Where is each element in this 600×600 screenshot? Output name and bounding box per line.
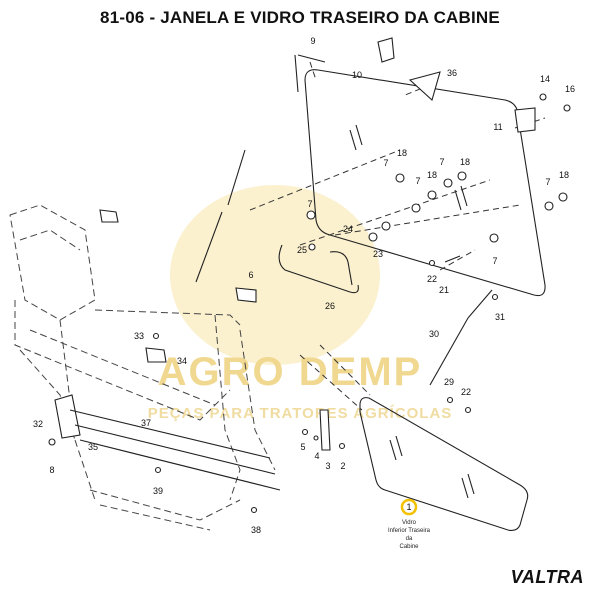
washer-i xyxy=(368,232,378,242)
gas-strut-left xyxy=(195,149,246,283)
caption-line-3: da xyxy=(406,536,413,542)
callout-8: 8 xyxy=(49,465,54,475)
callout-26: 26 xyxy=(325,301,335,311)
callout-23: 23 xyxy=(373,249,383,259)
bolt-8 xyxy=(48,438,56,446)
callout-2: 2 xyxy=(340,461,345,471)
strip-9 xyxy=(294,54,326,93)
watermark-main-text: AGRO DEMP xyxy=(158,350,423,394)
callout-18d: 18 xyxy=(559,170,569,180)
callout-labels: 9 10 36 14 16 11 7 18 7 18 7 18 7 18 7 2… xyxy=(33,36,575,535)
screw-29 xyxy=(446,396,454,404)
block-6 xyxy=(235,287,257,303)
screw-33 xyxy=(152,332,160,340)
callout-7b: 7 xyxy=(415,176,420,186)
callout-39: 39 xyxy=(153,486,163,496)
screw-2 xyxy=(338,442,346,450)
screw-22b xyxy=(464,406,472,414)
callout-3: 3 xyxy=(325,461,330,471)
bracket-32 xyxy=(54,394,81,439)
washer-k xyxy=(489,233,499,243)
cab-frame xyxy=(9,204,276,531)
bracket-top xyxy=(377,37,395,63)
callout-30: 30 xyxy=(429,329,439,339)
hinge-11 xyxy=(514,107,536,133)
callout-7a: 7 xyxy=(383,158,388,168)
washer-b xyxy=(411,203,421,213)
page-title: 81-06 - JANELA E VIDRO TRASEIRO DA CABIN… xyxy=(100,8,500,27)
callout-36: 36 xyxy=(447,68,457,78)
screw-39 xyxy=(154,466,162,474)
callout-33: 33 xyxy=(134,331,144,341)
caption-line-2: Inferior Traseira xyxy=(388,528,431,534)
bolt-16 xyxy=(563,104,571,112)
bar-37 xyxy=(69,409,281,491)
assembly-lines xyxy=(249,61,546,411)
callout-6: 6 xyxy=(248,270,253,280)
screw-38 xyxy=(250,506,258,514)
washer-g xyxy=(544,201,554,211)
callout-18a: 18 xyxy=(397,148,407,158)
window-handle xyxy=(278,244,359,294)
callout-29: 29 xyxy=(444,377,454,387)
hardware-parts xyxy=(48,37,571,514)
callout-7d: 7 xyxy=(545,177,550,187)
bracket-3 xyxy=(319,409,331,451)
callout-10: 10 xyxy=(352,70,362,80)
pin-25 xyxy=(308,243,316,251)
part-1-highlight-ring xyxy=(400,498,418,516)
washer-f xyxy=(558,192,568,202)
gas-strut-right xyxy=(429,289,493,386)
watermark-tractor-emblem xyxy=(170,185,380,365)
caption-line-1: Vidro xyxy=(402,520,417,526)
screw-22a xyxy=(428,259,436,267)
callout-16: 16 xyxy=(565,84,575,94)
callout-11: 11 xyxy=(493,122,502,132)
washer-h xyxy=(306,210,316,220)
bracket-36 xyxy=(408,71,441,102)
watermark: AGRO DEMP PEÇAS PARA TRATORES AGRÍCOLAS xyxy=(148,185,451,422)
callout-9: 9 xyxy=(310,36,315,46)
part-1-caption: Vidro Inferior Traseira da Cabine xyxy=(388,520,431,550)
washer-j xyxy=(381,221,391,231)
callout-4: 4 xyxy=(314,451,319,461)
washer-a xyxy=(395,173,405,183)
block-34 xyxy=(145,347,167,363)
callout-31: 31 xyxy=(495,312,505,322)
lower-rear-glass xyxy=(359,397,529,531)
callout-22a: 22 xyxy=(427,274,437,284)
callout-7e: 7 xyxy=(492,256,497,266)
callout-32: 32 xyxy=(33,419,43,429)
washer-e xyxy=(457,171,467,181)
brand-logo: VALTRA xyxy=(510,567,584,587)
callout-7f: 7 xyxy=(307,199,312,209)
washer-d xyxy=(443,178,453,188)
callout-38: 38 xyxy=(251,525,261,535)
bolt-21 xyxy=(444,255,461,263)
caption-line-4: Cabine xyxy=(399,544,419,550)
callout-37: 37 xyxy=(141,418,151,428)
bolt-14 xyxy=(539,93,547,101)
callout-24: 24 xyxy=(343,224,353,234)
block-left xyxy=(99,209,119,223)
nut-4 xyxy=(313,435,319,441)
callout-7c: 7 xyxy=(439,157,444,167)
callout-18b: 18 xyxy=(427,170,437,180)
screw-5 xyxy=(301,428,309,436)
callout-1: 1 xyxy=(406,502,411,512)
washer-c xyxy=(427,190,437,200)
callout-5: 5 xyxy=(300,442,305,452)
callout-14: 14 xyxy=(540,74,550,84)
callout-21: 21 xyxy=(439,285,449,295)
callout-35: 35 xyxy=(88,442,98,452)
screw-31 xyxy=(491,293,499,301)
callout-22b: 22 xyxy=(461,387,471,397)
callout-18c: 18 xyxy=(460,157,470,167)
callout-34: 34 xyxy=(177,356,187,366)
callout-25: 25 xyxy=(297,245,307,255)
